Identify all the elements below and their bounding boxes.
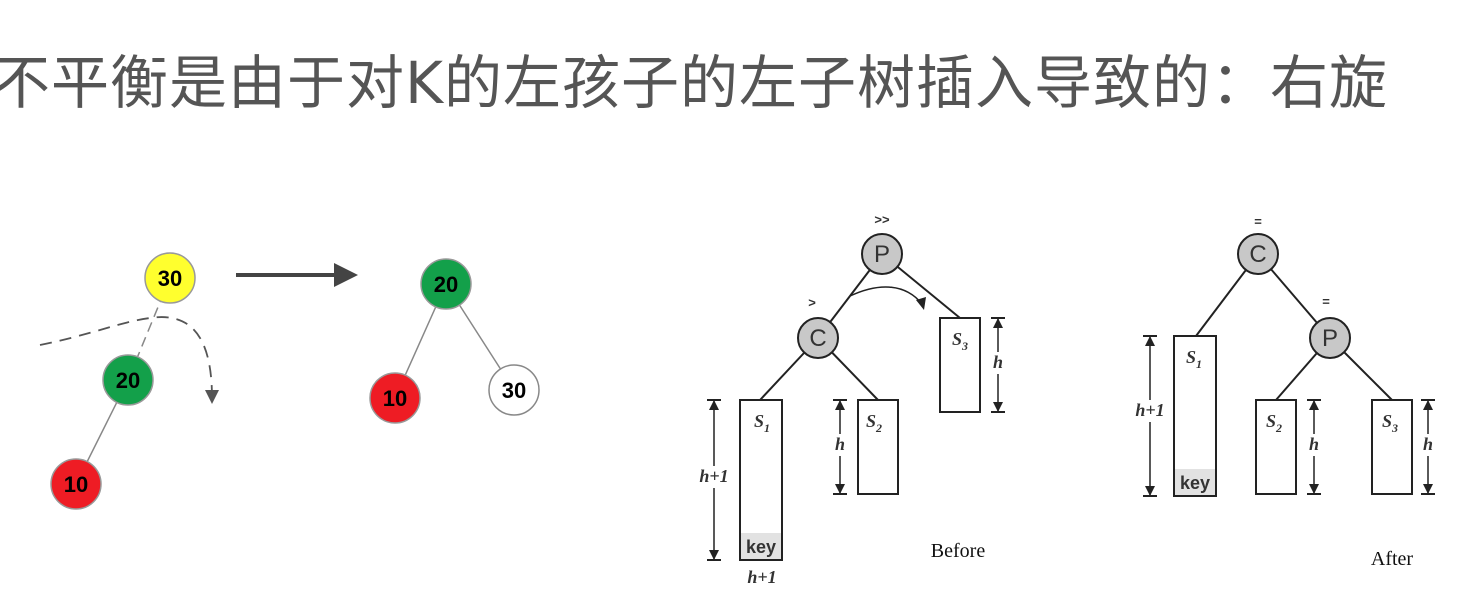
node-after-1-label: 10 [383,386,407,411]
s3-height-before: h [993,352,1003,372]
s2-height-after: h [1309,434,1319,454]
p-balance-after: = [1322,294,1330,309]
node-before-2 [50,458,102,510]
s3-name-before: S3 [952,329,968,353]
node-after-0-label: 20 [434,272,458,297]
transform-arrow [236,263,358,287]
node-p-after [1309,317,1351,359]
node-p-before [861,233,903,275]
subtree-s2-before [857,399,899,495]
before-diagram: >> P > C key S1 h+1 h+1 S2 h S3 [696,212,1006,587]
node-after-2-label: 30 [502,378,526,403]
node-p-after-label: P [1322,325,1338,352]
node-c-before [797,317,839,359]
key-label-before: key [746,537,776,557]
s1-name-after: S1 [1186,347,1202,371]
before-caption: Before [931,540,986,562]
page-title: 不平衡是由于对K的左孩子的左子树插入导致的：右旋 [0,49,1389,117]
colored-tree-before: 30 20 10 [39,252,219,510]
s1-name-before: S1 [754,411,770,435]
s1-height-after: h+1 [1135,400,1164,420]
colored-tree-after: 20 10 30 [369,258,540,424]
s2-height-before: h [835,434,845,454]
after-caption: After [1371,548,1414,570]
node-before-1 [102,354,154,406]
node-c-after-label: C [1249,241,1266,268]
c-balance-before: > [808,295,816,310]
s3-height-after: h [1423,434,1433,454]
node-after-2 [488,364,540,416]
s2-name-before: S2 [866,411,882,435]
s3-name-after: S3 [1382,411,1398,435]
s2-name-after: S2 [1266,411,1282,435]
key-label-after: key [1180,473,1210,493]
after-diagram: = C = P key S1 h+1 S2 h S3 [1131,214,1436,570]
key-box-before [741,533,781,559]
p-balance-before: >> [874,212,890,227]
subtree-s3-before [939,317,981,413]
extra-height-label: h+1 [747,567,776,587]
s1-height-before: h+1 [699,466,728,486]
rotate-right-arrow [849,286,923,305]
node-after-0 [420,258,472,310]
subtree-s3-after [1371,399,1413,495]
node-before-2-label: 10 [64,472,88,497]
key-box-after [1175,469,1215,495]
node-c-before-label: C [809,325,826,352]
rotation-curve-arrowhead [205,390,219,404]
node-c-after [1237,233,1279,275]
node-before-0 [144,252,196,304]
c-balance-after: = [1254,214,1262,229]
subtree-s2-after [1255,399,1297,495]
node-before-0-label: 30 [158,266,182,291]
node-p-before-label: P [874,241,890,268]
rotation-curve [39,316,213,399]
node-before-1-label: 20 [116,368,140,393]
node-after-1 [369,372,421,424]
